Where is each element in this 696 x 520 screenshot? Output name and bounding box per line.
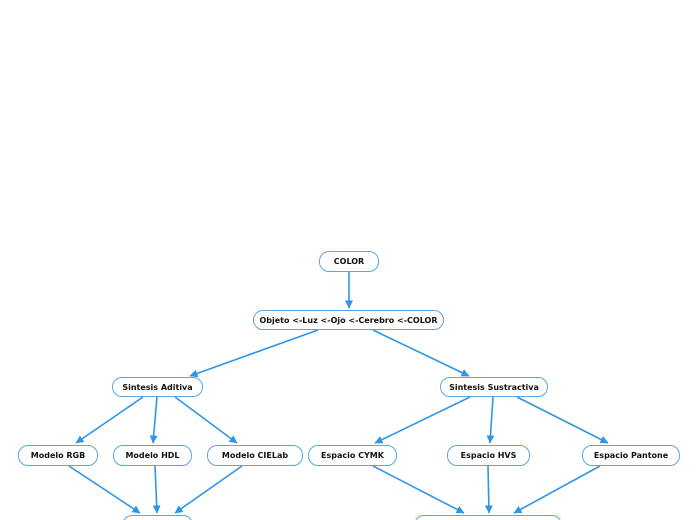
node-bottom-right-cutoff[interactable]: [414, 515, 562, 520]
node-modelo-rgb[interactable]: Modelo RGB: [18, 445, 98, 466]
node-sintesis-aditiva[interactable]: Sintesis Aditiva: [112, 377, 203, 397]
edge-perception-chain-to-sintesis-aditiva: [189, 329, 319, 378]
edge-perception-chain-to-sintesis-sustractiva: [372, 329, 470, 377]
edge-sintesis-sustractiva-to-espacio-cymk: [374, 396, 471, 444]
edge-sintesis-aditiva-to-modelo-hdl: [149, 396, 158, 444]
node-label: Modelo RGB: [30, 451, 86, 460]
node-label: Espacio Pantone: [593, 451, 669, 460]
node-label: Objeto <-Luz <-Ojo <-Cerebro <-COLOR: [259, 315, 438, 325]
node-label: Modelo CIELab: [221, 451, 289, 460]
edge-modelo-hdl-to-bottom-left-cutoff: [152, 465, 161, 514]
edge-modelo-rgb-to-bottom-left-cutoff: [68, 465, 141, 514]
node-espacio-pantone[interactable]: Espacio Pantone: [582, 445, 680, 466]
edge-sintesis-sustractiva-to-espacio-pantone: [516, 396, 609, 444]
node-label: Sintesis Sustractiva: [449, 382, 539, 392]
node-perception-chain[interactable]: Objeto <-Luz <-Ojo <-Cerebro <-COLOR: [253, 310, 444, 330]
edge-sintesis-aditiva-to-modelo-cielab: [174, 396, 238, 444]
edge-espacio-cymk-to-bottom-right-cutoff: [372, 465, 465, 514]
node-sintesis-sustractiva[interactable]: Sintesis Sustractiva: [440, 377, 548, 397]
edge-sintesis-sustractiva-to-espacio-hvs: [486, 396, 495, 444]
node-label: Espacio HVS: [460, 451, 517, 460]
node-label: COLOR: [333, 257, 365, 266]
node-label: Espacio CYMK: [321, 451, 384, 460]
node-modelo-hdl[interactable]: Modelo HDL: [113, 445, 192, 466]
edge-espacio-pantone-to-bottom-right-cutoff: [513, 465, 601, 514]
node-label: Modelo HDL: [125, 451, 180, 460]
node-color[interactable]: COLOR: [319, 251, 379, 272]
node-espacio-cymk[interactable]: Espacio CYMK: [308, 445, 397, 466]
node-modelo-cielab[interactable]: Modelo CIELab: [207, 445, 303, 466]
edge-espacio-hvs-to-bottom-right-cutoff: [484, 465, 493, 514]
edge-sintesis-aditiva-to-modelo-rgb: [75, 396, 144, 444]
node-label: Sintesis Aditiva: [122, 382, 193, 392]
node-espacio-hvs[interactable]: Espacio HVS: [447, 445, 530, 466]
node-bottom-left-cutoff[interactable]: [122, 515, 193, 520]
edge-modelo-cielab-to-bottom-left-cutoff: [174, 465, 243, 514]
